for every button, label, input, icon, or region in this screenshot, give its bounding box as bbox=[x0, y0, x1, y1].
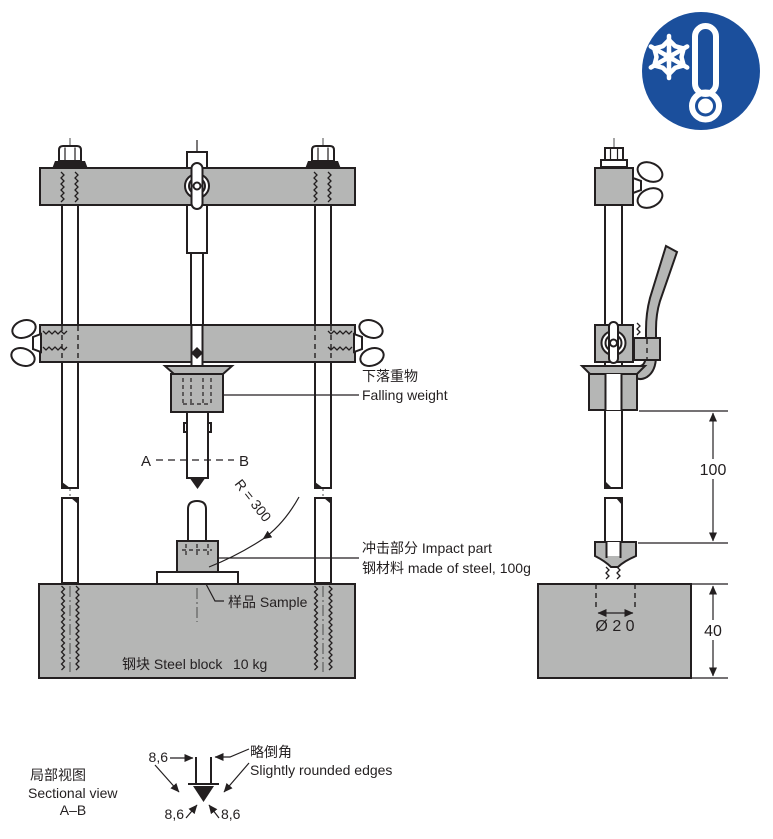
section-mark-a: A bbox=[141, 453, 151, 470]
side-view: 100 Ø 2 0 40 bbox=[537, 138, 728, 679]
release-lever-mechanism bbox=[594, 244, 679, 381]
low-temperature-test-icon bbox=[642, 12, 760, 130]
edge-note-zh: 略倒角 bbox=[250, 744, 292, 760]
drop-height-dimension: 100 bbox=[638, 410, 728, 544]
detail-title-zh: 局部视图 bbox=[30, 767, 86, 783]
thermometer-icon bbox=[689, 23, 722, 123]
falling-weight bbox=[162, 365, 235, 489]
section-mark-b: B bbox=[239, 453, 249, 470]
tip-cross-section bbox=[188, 757, 219, 802]
hole-diameter-value: Ø 2 0 bbox=[595, 618, 634, 635]
detail-width-left: 8,6 bbox=[165, 806, 185, 822]
side-impact-part bbox=[594, 541, 637, 580]
sectional-detail-view: 局部视图 Sectional view A–B 8,6 8,6 8,6 略倒角 … bbox=[28, 744, 392, 822]
side-falling-weight bbox=[579, 365, 648, 411]
front-view-labels: 下落重物 Falling weight 冲击部分 Impact part 钢材料… bbox=[205, 368, 531, 610]
side-top-fixture bbox=[594, 147, 664, 209]
front-view: A B R = 300 钢块 Steel bloc bbox=[10, 138, 531, 679]
falling-weight-label-zh: 下落重物 bbox=[362, 368, 418, 384]
edge-note-en: Slightly rounded edges bbox=[250, 762, 392, 778]
wing-nut-right bbox=[353, 319, 385, 367]
impact-part bbox=[176, 499, 219, 573]
sample-leader bbox=[205, 583, 224, 602]
right-threaded-rod bbox=[314, 149, 332, 584]
middle-crossbar bbox=[10, 319, 385, 382]
sample-label: 样品 Sample bbox=[228, 594, 308, 610]
detail-width-top: 8,6 bbox=[149, 749, 169, 765]
steel-block-mass: 10 kg bbox=[233, 656, 267, 672]
steel-block: 钢块 Steel block 10 kg bbox=[38, 583, 356, 679]
wing-nut-left bbox=[10, 319, 42, 367]
detail-width-right: 8,6 bbox=[221, 806, 241, 822]
side-steel-block: Ø 2 0 40 bbox=[537, 583, 728, 679]
block-height-value: 40 bbox=[704, 623, 722, 640]
hex-nut-left bbox=[52, 145, 88, 169]
side-wing-nut bbox=[632, 161, 664, 209]
top-crossbar bbox=[39, 145, 356, 210]
impact-part-material-label: 钢材料 made of steel, 100g bbox=[362, 560, 531, 576]
impact-part-label: 冲击部分 Impact part bbox=[362, 540, 492, 556]
detail-section-ref: A–B bbox=[60, 802, 86, 818]
section-line-a-b: A B bbox=[141, 453, 249, 470]
hex-nut-right bbox=[305, 145, 341, 169]
detail-title-en: Sectional view bbox=[28, 785, 118, 801]
release-pin bbox=[191, 347, 203, 359]
falling-weight-label-en: Falling weight bbox=[362, 387, 448, 403]
tip-v-profile bbox=[193, 786, 214, 802]
weight-tip bbox=[189, 477, 206, 489]
pivot-knob bbox=[184, 162, 210, 210]
left-threaded-rod bbox=[61, 149, 79, 584]
steel-block-label: 钢块 Steel block bbox=[122, 656, 223, 672]
drop-height-value: 100 bbox=[700, 462, 727, 479]
